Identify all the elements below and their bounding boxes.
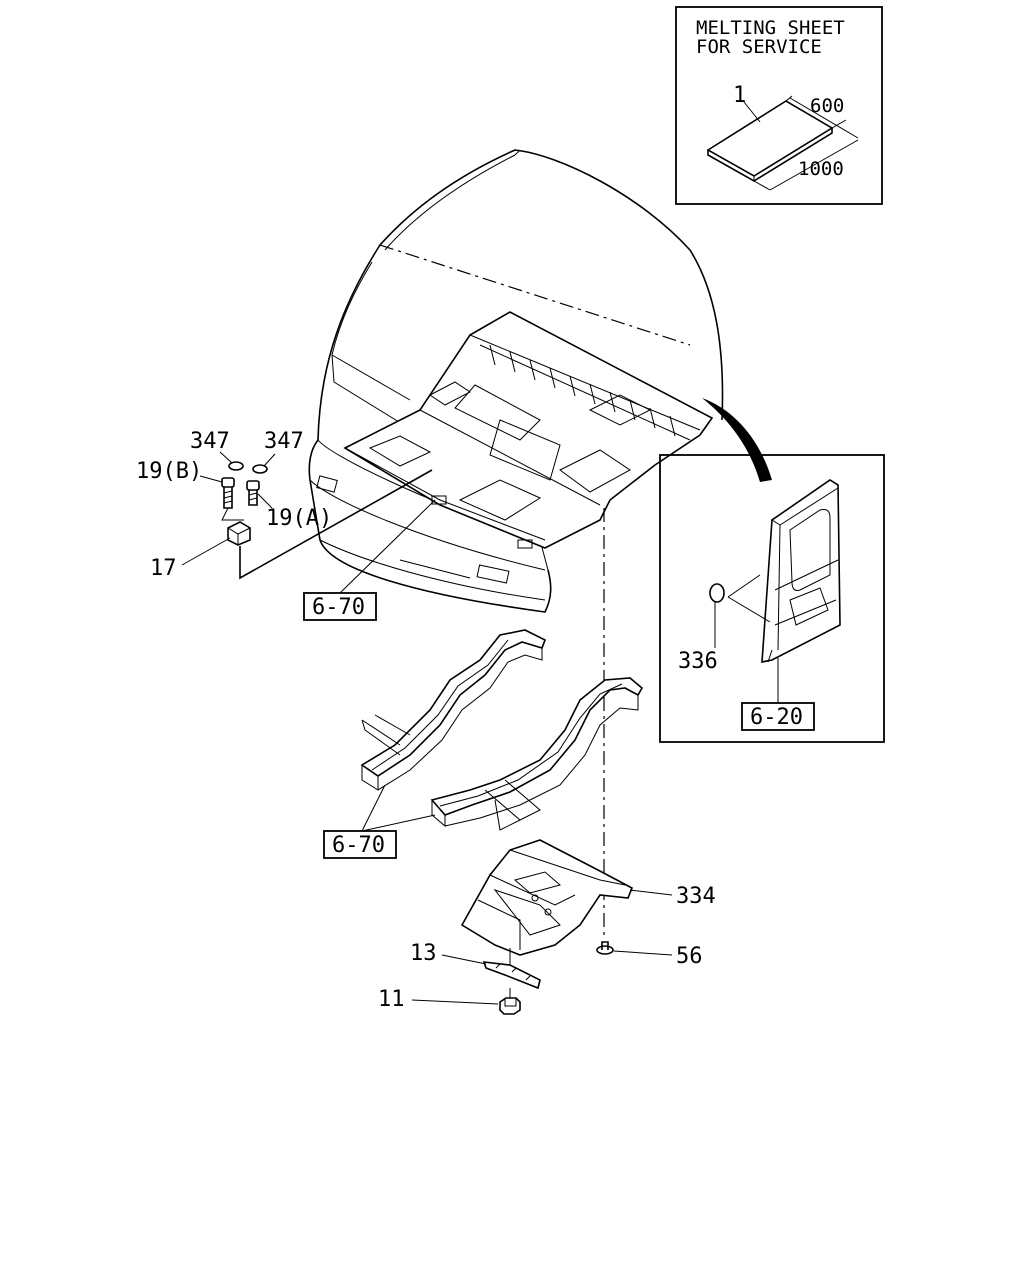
label-56: 56 (676, 944, 703, 969)
bolt-19b (221, 477, 235, 509)
melting-sheet-inset-frame (675, 6, 883, 205)
bolt-19a (246, 480, 260, 506)
ref-side: 6-20 (750, 705, 803, 730)
label-11: 11 (378, 987, 405, 1012)
floor-cover-334 (460, 839, 634, 956)
ref-floor: 6-70 (312, 595, 365, 620)
melting-sheet-title-line1: MELTING SHEET (696, 17, 845, 39)
label-347-right: 347 (264, 429, 304, 454)
frame-rails-drawing (360, 629, 644, 831)
label-347-left: 347 (190, 429, 230, 454)
label-17: 17 (150, 556, 177, 581)
side-panel-inset: 336 6-20 (659, 454, 885, 743)
label-19b: 19(B) (136, 459, 202, 484)
label-13: 13 (410, 941, 437, 966)
fastener-group (221, 461, 433, 580)
label-336: 336 (678, 649, 718, 674)
side-panel-inset-frame (659, 454, 885, 743)
washer-347-left (228, 461, 244, 471)
melting-sheet-title-line2: FOR SERVICE (696, 36, 822, 58)
cab-body-drawing (308, 149, 724, 613)
grommet-56 (596, 941, 614, 955)
melting-sheet-length-dimension: 1000 (798, 158, 844, 180)
floor-panel-drawing (343, 311, 714, 549)
label-334: 334 (676, 884, 716, 909)
washer-347-right (252, 464, 268, 474)
bracket-17 (227, 521, 251, 546)
callout-arrow (702, 398, 772, 482)
melting-sheet-inset: MELTING SHEET FOR SERVICE 1 600 1000 (675, 6, 883, 205)
side-panel-drawing (761, 479, 841, 663)
plug-336 (709, 583, 725, 603)
bracket-13 (482, 948, 541, 990)
melting-sheet-part-label: 1 (733, 83, 746, 108)
nut-11 (499, 988, 521, 1015)
ref-box-frame (323, 830, 397, 859)
ref-frame: 6-70 (332, 833, 385, 858)
melting-sheet-width-dimension: 600 (810, 95, 844, 117)
label-19a: 19(A) (266, 506, 332, 531)
